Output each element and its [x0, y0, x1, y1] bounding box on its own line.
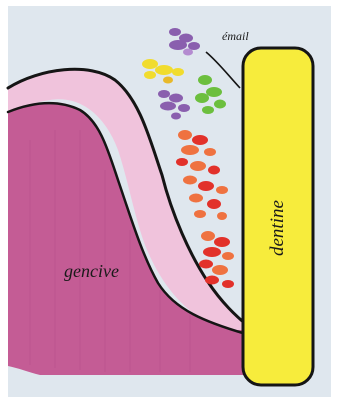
enamel-label: émail — [222, 29, 249, 43]
gum-label: gencive — [64, 261, 119, 281]
dentin-label: dentine — [267, 200, 288, 256]
